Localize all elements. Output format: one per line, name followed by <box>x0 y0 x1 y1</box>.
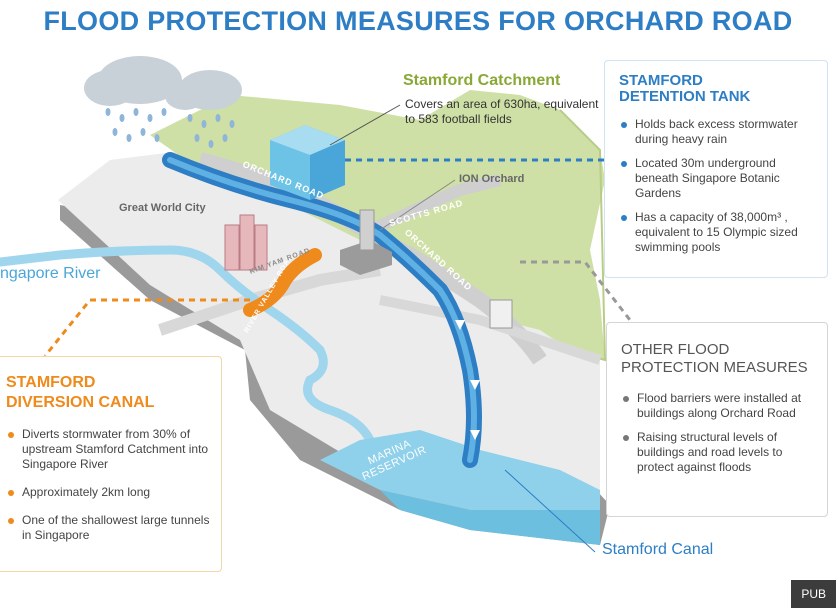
list-item: Has a capacity of 38,000m³ , equivalent … <box>619 210 813 255</box>
other-measures-list: Flood barriers were installed at buildin… <box>621 391 813 475</box>
stamford-canal-pointer <box>504 469 596 553</box>
other-connector <box>520 260 632 321</box>
list-item: One of the shallowest large tunnels in S… <box>6 513 215 543</box>
other-measures-box: OTHER FLOOD PROTECTION MEASURES Flood ba… <box>606 322 828 517</box>
great-world-city-label: Great World City <box>119 202 206 214</box>
diversion-canal-list: Diverts stormwater from 30% of upstream … <box>6 427 215 543</box>
list-item: Located 30m underground beneath Singapor… <box>619 156 813 201</box>
building-orchard-east <box>489 299 513 329</box>
credit-badge: PUB <box>791 580 836 608</box>
catchment-title: Stamford Catchment <box>403 72 561 89</box>
singapore-river-label: ngapore River <box>0 265 101 282</box>
stamford-canal-label: Stamford Canal <box>602 541 714 558</box>
ion-orchard-label: ION Orchard <box>459 173 525 185</box>
detention-tank-list: Holds back excess stormwater during heav… <box>619 117 813 255</box>
road-lower <box>379 295 602 365</box>
catchment-pointer <box>329 104 401 146</box>
other-measures-title-line1: OTHER FLOOD <box>621 341 730 358</box>
flow-arrow-icon <box>455 320 480 440</box>
other-measures-title: OTHER FLOOD PROTECTION MEASURES <box>621 341 813 377</box>
list-item: Flood barriers were installed at buildin… <box>621 391 813 421</box>
singapore-river <box>0 245 405 465</box>
detention-tank-title: STAMFORD DETENTION TANK <box>619 73 813 105</box>
list-item: Approximately 2km long <box>6 485 215 500</box>
rain-cloud-icon <box>84 56 242 148</box>
diversion-connector <box>43 298 250 357</box>
diversion-canal-box: STAMFORD DIVERSION CANAL Diverts stormwa… <box>0 356 222 572</box>
list-item: Diverts stormwater from 30% of upstream … <box>6 427 215 472</box>
diversion-canal-title-line1: STAMFORD <box>6 374 96 391</box>
diversion-canal-title-line2: DIVERSION CANAL <box>6 394 155 411</box>
list-item: Raising structural levels of buildings a… <box>621 430 813 475</box>
catchment-description: Covers an area of 630ha, equivalent to 5… <box>405 97 599 126</box>
marina-reservoir-front <box>380 490 600 545</box>
page-title: FLOOD PROTECTION MEASURES FOR ORCHARD RO… <box>43 6 793 36</box>
stamford-canal-highlight <box>167 157 477 463</box>
list-item: Holds back excess stormwater during heav… <box>619 117 813 147</box>
great-world-city-building <box>224 214 268 271</box>
marina-reservoir <box>320 430 600 510</box>
diversion-canal-channel <box>243 248 322 317</box>
detention-tank-title-line2: DETENTION TANK <box>619 88 751 105</box>
other-measures-title-line2: PROTECTION MEASURES <box>621 359 808 376</box>
detention-tank-title-line1: STAMFORD <box>619 72 703 89</box>
diversion-canal-title: STAMFORD DIVERSION CANAL <box>6 373 215 413</box>
detention-tank-box: STAMFORD DETENTION TANK Holds back exces… <box>604 60 828 278</box>
detention-tank-cube <box>270 125 345 200</box>
land-base-top <box>58 150 600 500</box>
ion-pointer <box>379 179 456 231</box>
ion-orchard-building <box>340 209 392 275</box>
